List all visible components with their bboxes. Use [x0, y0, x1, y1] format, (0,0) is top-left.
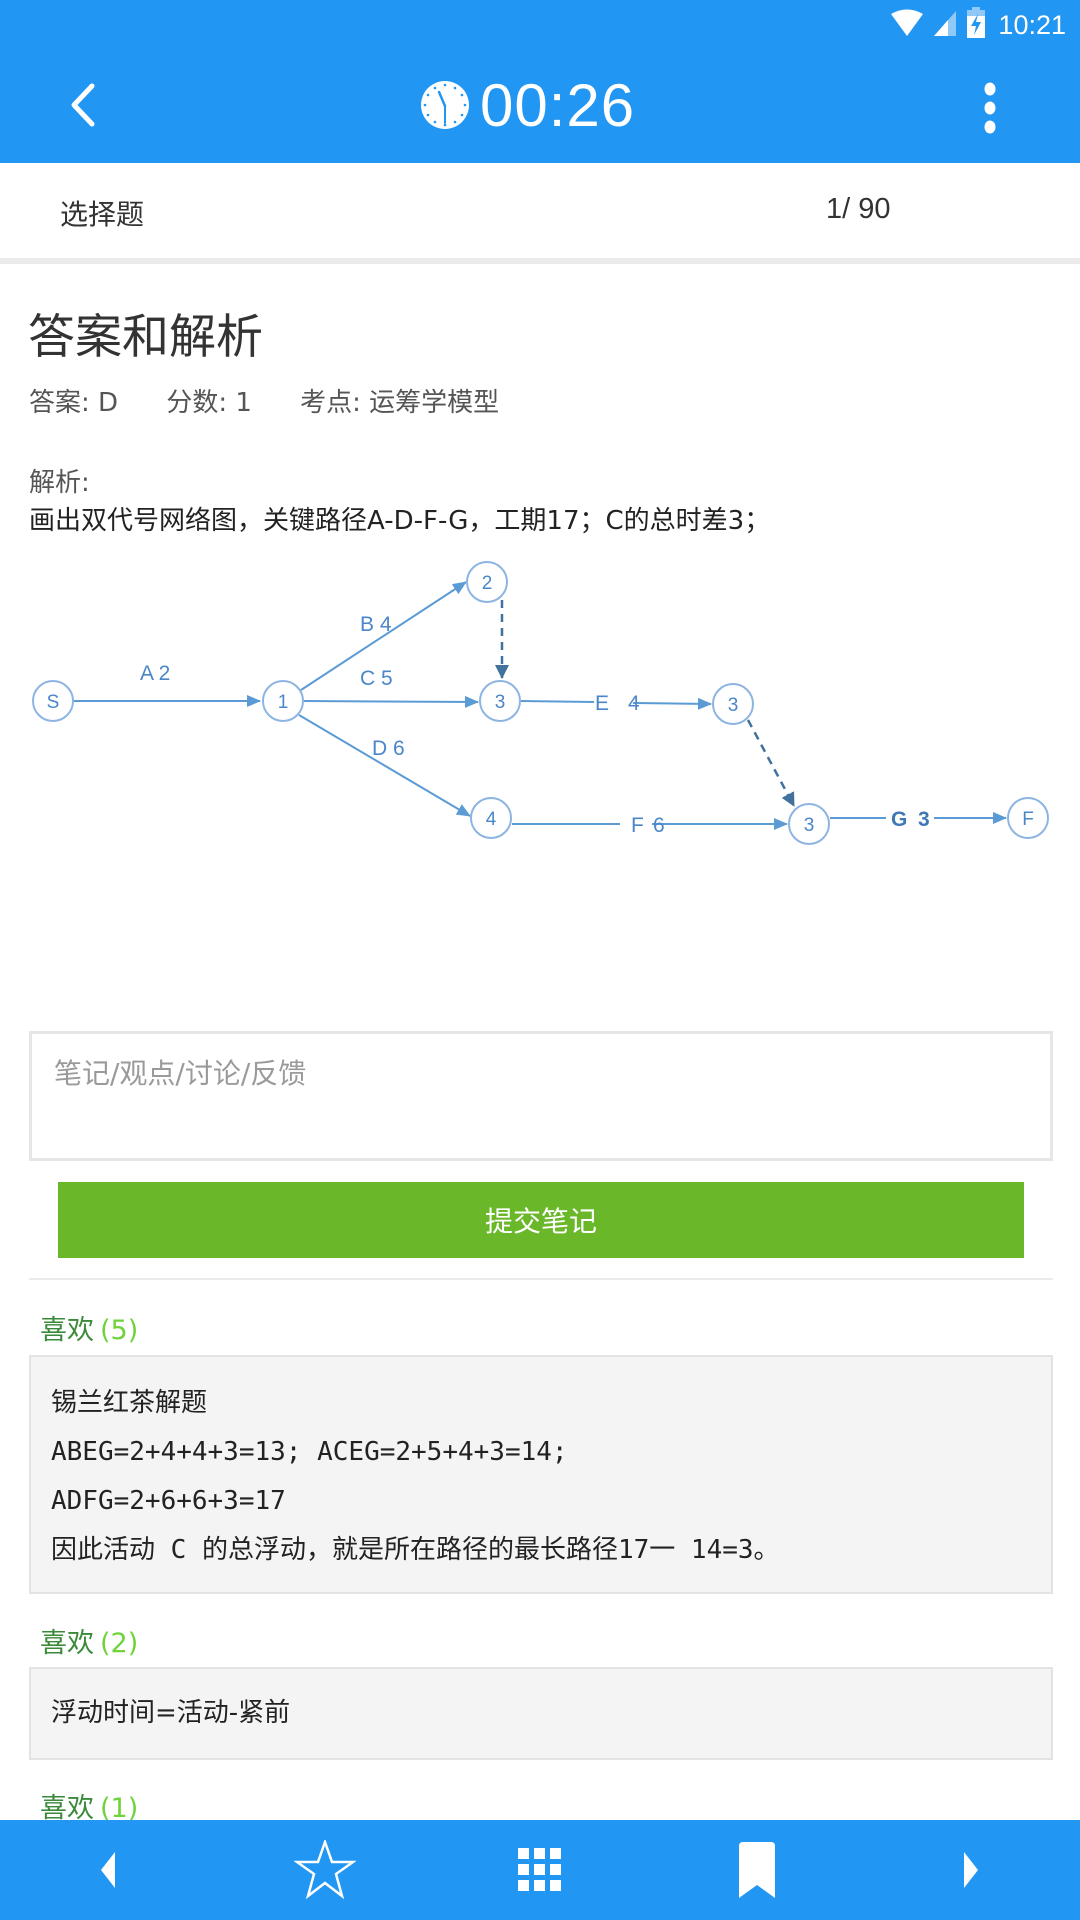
question-grid-button[interactable]: [505, 1840, 575, 1900]
like-label: 喜欢: [40, 1315, 94, 1346]
node-3a: [479, 680, 521, 722]
node-label-f: F: [1022, 809, 1034, 830]
timer: 00:26: [420, 70, 635, 140]
edge-label-a: A 2: [140, 662, 170, 685]
analysis-text: 画出双代号网络图，关键路径A-D-F-G，工期17；C的总时差3；: [29, 506, 771, 536]
like-label: 喜欢: [40, 1793, 94, 1824]
question-progress: 1/ 90: [826, 193, 891, 225]
edge-label-e-duration: 4: [628, 692, 640, 715]
grid-icon: [518, 1848, 561, 1891]
timer-value: 00:26: [480, 71, 636, 139]
like-count: (5): [100, 1315, 139, 1346]
more-options-button[interactable]: [970, 80, 1010, 136]
bottom-nav: [0, 1820, 1080, 1920]
status-bar: 10:21: [0, 0, 1080, 50]
question-type: 选择题: [60, 198, 145, 231]
node-label-3a: 3: [495, 692, 506, 713]
chevron-left-icon: [71, 83, 95, 127]
edge-label-f-duration: 6: [653, 814, 665, 837]
comment-line: 浮动时间=活动-紧前: [51, 1698, 291, 1728]
node-3b: [712, 683, 754, 725]
next-question-button[interactable]: [936, 1840, 1006, 1900]
edge-label-g-duration: 3: [918, 808, 930, 831]
network-diagram: A 2 B 4 C 5 D 6 E 4 F 6 G 3 S 1 2 3 3 4 …: [32, 561, 1049, 845]
submit-notes-button[interactable]: 提交笔记: [58, 1182, 1024, 1258]
like-count: (2): [100, 1628, 139, 1659]
score-value: 分数: 1: [166, 388, 252, 418]
comment-line: 锡兰红茶解题: [51, 1388, 208, 1418]
edge-label-f: F: [631, 814, 644, 837]
like-button[interactable]: 喜欢(2): [40, 1621, 138, 1660]
wifi-icon: [890, 9, 924, 41]
edge-label-b: B 4: [360, 613, 392, 636]
node-label-1: 1: [278, 692, 289, 713]
clock-icon: [421, 81, 469, 129]
answer-meta: 答案: D 分数: 1 考点: 运筹学模型: [29, 382, 539, 419]
app-bar: 00:26: [0, 50, 1080, 163]
node-2: [466, 561, 508, 603]
node-label-s: S: [47, 692, 60, 713]
favorite-button[interactable]: [290, 1840, 360, 1900]
answer-title: 答案和解析: [28, 310, 263, 365]
like-count: (1): [100, 1793, 139, 1824]
comment-card: 浮动时间=活动-紧前: [29, 1667, 1053, 1760]
node-f: [1007, 797, 1049, 839]
back-button[interactable]: [60, 80, 110, 130]
node-label-3b: 3: [728, 695, 739, 716]
like-button[interactable]: 喜欢(5): [40, 1308, 138, 1347]
more-vertical-icon: [984, 82, 996, 134]
star-icon: [294, 1840, 356, 1900]
node-s: [32, 680, 74, 722]
battery-charging-icon: [966, 7, 986, 43]
like-button[interactable]: 喜欢(1): [40, 1786, 138, 1825]
edge-label-d: D 6: [372, 737, 405, 760]
node-label-3c: 3: [804, 815, 815, 836]
edge-label-c: C 5: [360, 667, 393, 690]
edge-label-g: G: [891, 808, 907, 831]
answer-value: 答案: D: [29, 388, 119, 418]
edge-label-e: E: [595, 692, 609, 715]
section-divider: [0, 258, 1080, 264]
like-label: 喜欢: [40, 1628, 94, 1659]
cell-signal-icon: [932, 9, 958, 41]
comment-card: 锡兰红茶解题 ABEG=2+4+4+3=13; ACEG=2+5+4+3=14;…: [29, 1355, 1053, 1594]
notes-divider: [29, 1278, 1053, 1280]
node-label-2: 2: [482, 573, 493, 594]
notes-input[interactable]: [29, 1031, 1053, 1161]
node-1: [262, 680, 304, 722]
topic-value: 考点: 运筹学模型: [300, 388, 500, 418]
node-4: [470, 797, 512, 839]
comment-line: ADFG=2+6+6+3=17: [51, 1486, 286, 1516]
analysis-label: 解析:: [29, 468, 90, 498]
comment-line: ABEG=2+4+4+3=13; ACEG=2+5+4+3=14;: [51, 1437, 568, 1467]
next-icon: [964, 1852, 978, 1888]
node-label-4: 4: [486, 809, 497, 830]
comment-line: 因此活动 C 的总浮动，就是所在路径的最长路径17一 14=3。: [51, 1535, 780, 1565]
previous-question-button[interactable]: [73, 1840, 143, 1900]
bookmark-button[interactable]: [722, 1840, 792, 1900]
prev-icon: [101, 1852, 115, 1888]
status-time: 10:21: [998, 9, 1066, 40]
node-3c: [788, 803, 830, 845]
bookmark-icon: [739, 1842, 775, 1898]
question-header: 选择题 1/ 90: [0, 163, 1080, 258]
